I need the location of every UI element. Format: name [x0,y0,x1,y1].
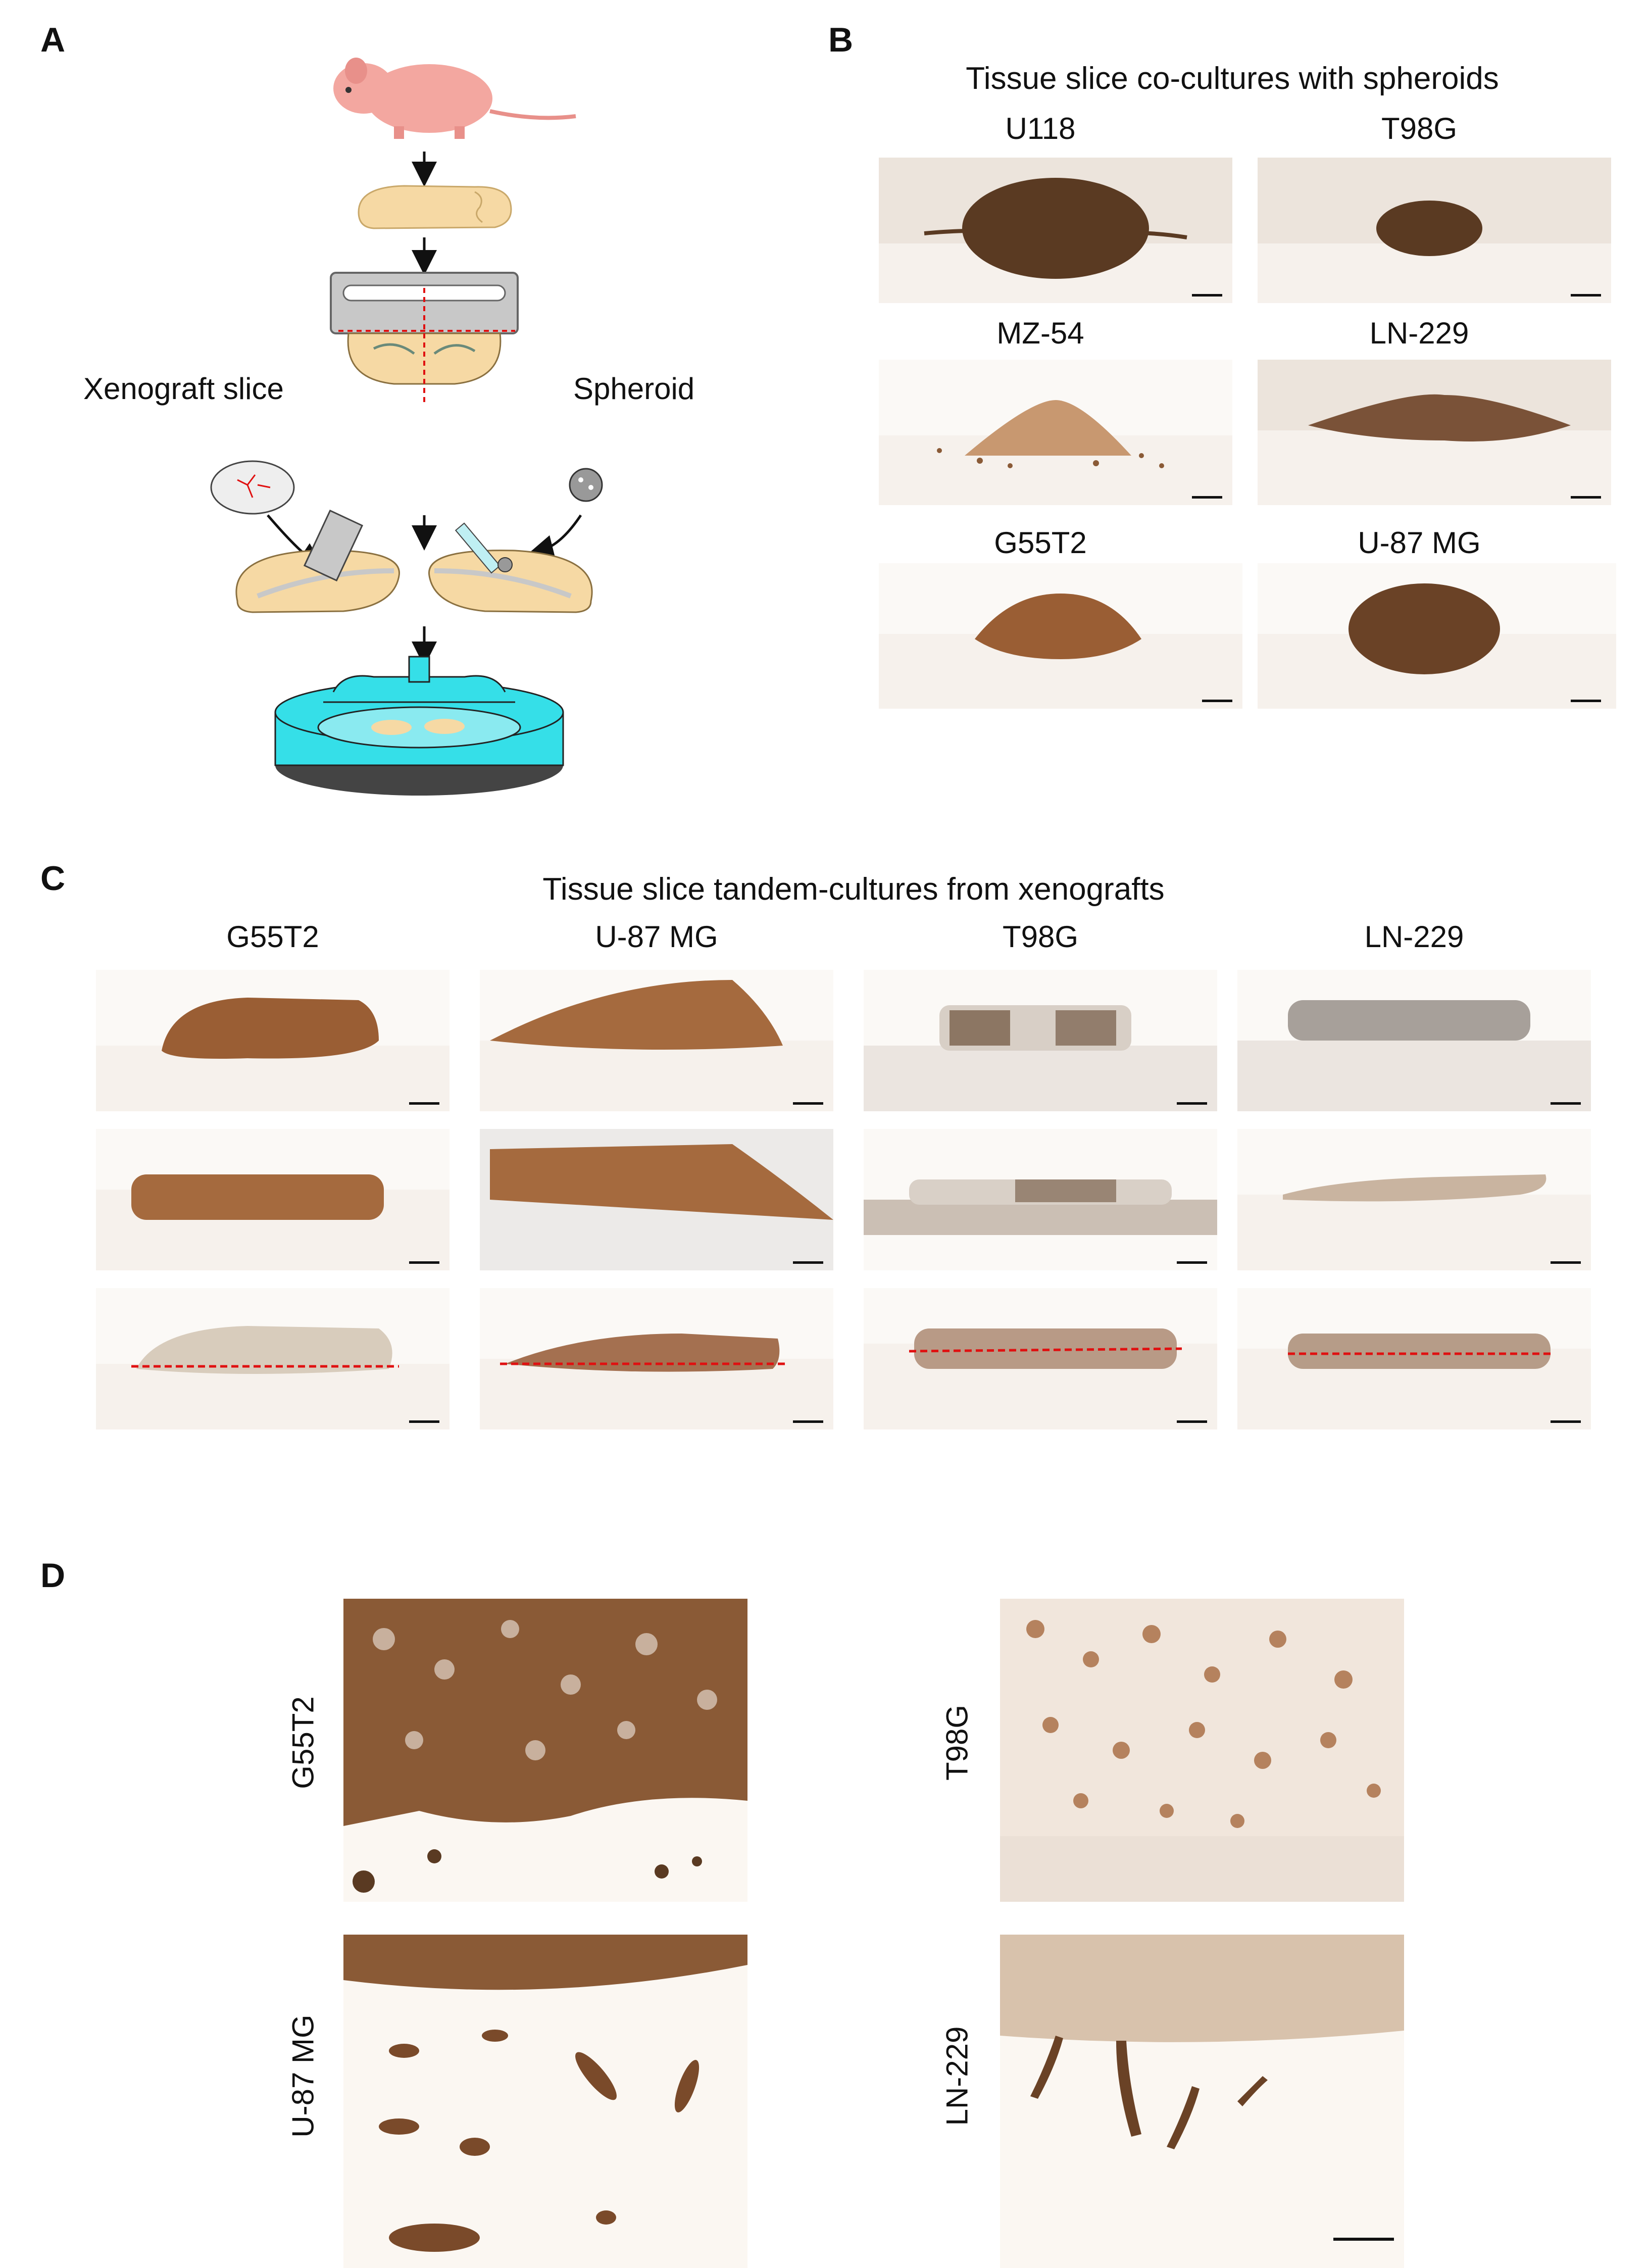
panel-letter-c: C [40,859,66,898]
spheroid-label: Spheroid [573,372,695,406]
panel-c-col-t98g: T98G [1002,920,1079,954]
panel-c-col-u87mg: U-87 MG [595,920,718,954]
panel-d-label-t98g: T98G [940,1704,974,1781]
panel-b-label-t98g: T98G [1381,112,1458,145]
panel-c-col-g55t2: G55T2 [226,920,319,954]
micrograph-t98g-spheroid [1258,158,1611,303]
micrograph-d-ln229 [1000,1935,1404,2268]
micrograph-c-u87mg-3 [480,1288,833,1429]
panel-b-label-ln229: LN-229 [1369,316,1469,350]
panel-d-label-u87mg: U-87 MG [286,2014,320,2138]
micrograph-c-t98g-3 [864,1288,1217,1429]
workflow-illustration [192,51,646,798]
brain-icon [358,185,512,229]
xenograft-slice-label: Xenograft slice [83,372,284,406]
micrograph-c-g55t2-3 [96,1288,450,1429]
panel-letter-a: A [40,21,66,59]
micrograph-c-t98g-1 [864,970,1217,1111]
panel-d-label-ln229: LN-229 [940,2026,974,2126]
micrograph-c-ln229-2 [1237,1129,1591,1270]
panel-b-label-g55t2: G55T2 [994,526,1087,560]
micrograph-c-t98g-2 [864,1129,1217,1270]
micrograph-d-u87mg [343,1935,747,2268]
culture-insert-icon [274,656,564,796]
panel-d-label-g55t2: G55T2 [286,1696,320,1789]
micrograph-d-g55t2 [343,1599,747,1902]
micrograph-u118 [879,158,1232,303]
spheroid-icon [569,468,603,502]
micrograph-c-ln229-3 [1237,1288,1591,1429]
panel-letter-d: D [40,1556,66,1595]
panel-c-col-ln229: LN-229 [1364,920,1464,954]
micrograph-c-g55t2-1 [96,970,450,1111]
micrograph-d-t98g [1000,1599,1404,1902]
micrograph-u87mg-spheroid [1258,563,1616,709]
micrograph-c-ln229-1 [1237,970,1591,1111]
panel-b-label-u118: U118 [1005,112,1076,145]
panel-b-title: Tissue slice co-cultures with spheroids [966,61,1499,96]
micrograph-g55t2-spheroid [879,563,1242,709]
brain-halves-icon [347,332,502,385]
micrograph-ln229-spheroid [1258,360,1611,505]
tissue-slices-icon [235,509,593,613]
micrograph-c-u87mg-1 [480,970,833,1111]
panel-b-label-u87mg: U-87 MG [1358,526,1481,560]
panel-b-label-mz54: MZ-54 [996,316,1084,350]
mouse-icon [333,58,576,139]
panel-c-title: Tissue slice tandem-cultures from xenogr… [542,872,1165,907]
panel-letter-b: B [828,21,854,59]
micrograph-c-u87mg-2 [480,1129,833,1270]
micrograph-c-g55t2-2 [96,1129,450,1270]
xenograft-slice-icon [210,460,295,515]
micrograph-mz54 [879,360,1232,505]
